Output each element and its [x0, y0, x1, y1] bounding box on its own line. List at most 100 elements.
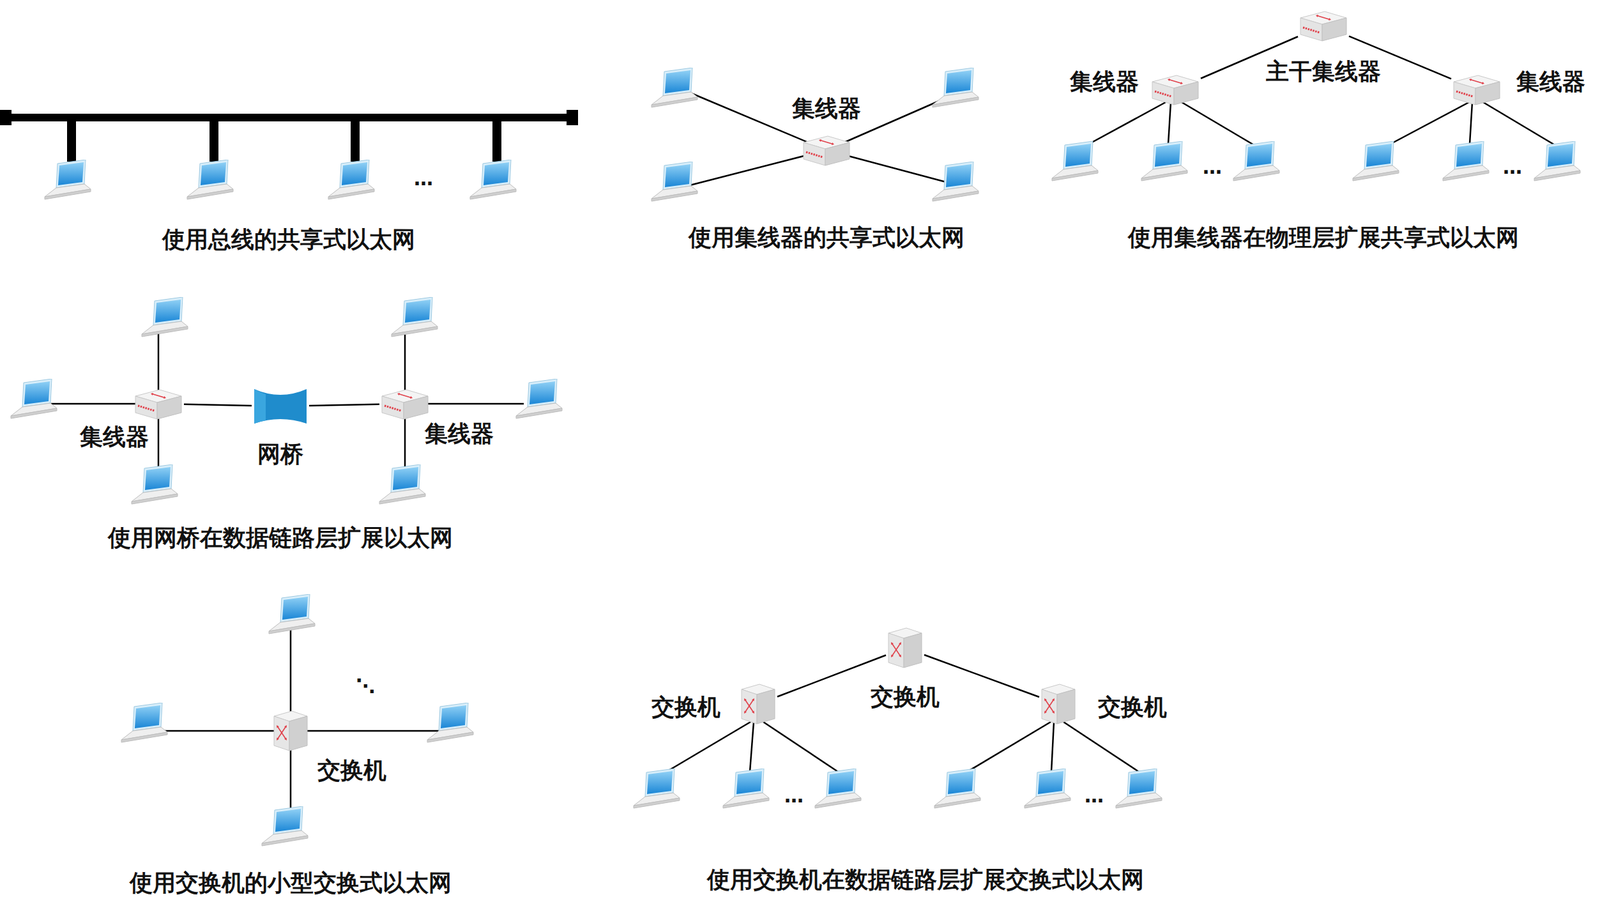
caption: 使用交换机的小型交换式以太网	[129, 868, 452, 897]
node-label: 集线器	[1069, 67, 1139, 96]
laptop-icon	[1534, 141, 1581, 181]
laptop-icon	[121, 702, 168, 743]
wire	[1469, 102, 1473, 144]
laptop-icon	[651, 67, 698, 108]
laptop-icon	[934, 768, 981, 808]
wire	[1063, 721, 1141, 773]
switch-icon	[1039, 681, 1078, 727]
hub-icon	[1451, 71, 1503, 108]
wire	[1085, 102, 1166, 146]
laptop-icon	[932, 67, 979, 108]
switch-icon	[271, 708, 310, 754]
ellipsis: …	[1502, 155, 1523, 179]
ellipsis: …	[1084, 784, 1104, 808]
hub-node: 集线器	[379, 385, 431, 422]
laptop-icon	[723, 768, 770, 808]
laptop-icon	[470, 159, 517, 200]
laptop-icon	[1141, 141, 1188, 181]
laptop-icon	[261, 806, 308, 846]
node-label: 主干集线器	[1265, 57, 1381, 85]
node-label: 集线器	[1516, 67, 1586, 96]
laptop-icon	[44, 159, 91, 200]
switch-icon	[739, 681, 778, 727]
node-label: 集线器	[79, 422, 149, 451]
laptop-icon	[1352, 141, 1399, 181]
laptop-icon	[268, 594, 315, 634]
bus-cable	[0, 113, 579, 122]
bus-drop	[492, 116, 502, 162]
hub-icon	[1297, 7, 1349, 44]
hub-node: 集线器	[1149, 71, 1201, 108]
hub-icon	[379, 385, 431, 422]
hub-node: 集线器	[1451, 71, 1503, 108]
hub-icon	[800, 132, 853, 168]
ellipsis: …	[784, 784, 804, 808]
hub-shape	[1453, 75, 1500, 105]
switch-shape	[741, 684, 775, 724]
caption: 使用总线的共享式以太网	[162, 225, 416, 253]
switch-node: 交换机	[1039, 681, 1078, 727]
switch-node: 交换机	[739, 681, 778, 727]
hub-icon	[132, 385, 184, 422]
node-label: 交换机	[317, 756, 387, 784]
wire	[1181, 102, 1256, 146]
switch-node: 交换机	[271, 708, 310, 754]
wire	[159, 730, 291, 732]
laptop-icon	[379, 464, 426, 504]
switch-icon	[885, 625, 925, 671]
ellipsis: ⋱	[355, 674, 375, 698]
switch-shape	[1041, 684, 1075, 724]
bus-terminator	[0, 109, 12, 126]
hub-node: 主干集线器	[1297, 7, 1349, 44]
caption: 使用集线器的共享式以太网	[688, 223, 965, 252]
hub-shape	[1300, 11, 1347, 41]
caption: 使用网桥在数据链路层扩展以太网	[107, 523, 453, 552]
wire	[664, 721, 751, 773]
hub-node: 集线器	[800, 132, 853, 168]
hub-shape	[381, 389, 428, 420]
bus-drop	[350, 116, 360, 162]
laptop-icon	[651, 161, 698, 202]
laptop-icon	[391, 297, 438, 337]
switch-shape	[274, 710, 308, 751]
link-line	[777, 654, 886, 697]
node-label: 集线器	[424, 419, 494, 448]
hub-shape	[1152, 75, 1199, 105]
link-line	[183, 404, 252, 406]
laptop-icon	[10, 378, 57, 419]
bus-drop	[67, 116, 77, 162]
wire	[965, 721, 1051, 773]
ellipsis: …	[413, 167, 434, 191]
caption: 使用集线器在物理层扩展共享式以太网	[1127, 223, 1519, 252]
laptop-icon	[932, 161, 979, 202]
laptop-icon	[633, 768, 680, 808]
caption: 使用交换机在数据链路层扩展交换式以太网	[707, 865, 1144, 893]
wire	[763, 721, 840, 773]
laptop-icon	[516, 378, 563, 419]
link-line	[924, 654, 1040, 697]
node-label: 交换机	[870, 682, 940, 711]
laptop-icon	[1233, 141, 1280, 181]
wire	[290, 730, 441, 732]
wire	[1168, 102, 1171, 144]
wire	[1483, 102, 1556, 146]
hub-shape	[135, 389, 182, 420]
laptop-icon	[427, 702, 474, 743]
laptop-icon	[1024, 768, 1071, 808]
laptop-icon	[328, 159, 375, 200]
laptop-icon	[141, 297, 188, 337]
laptop-icon	[1051, 141, 1098, 181]
link-line	[309, 404, 380, 406]
node-label: 网桥	[257, 440, 304, 468]
switch-shape	[888, 627, 922, 668]
switch-node: 交换机	[885, 625, 925, 671]
hub-shape	[803, 136, 850, 166]
node-label: 集线器	[792, 94, 861, 122]
wire	[1051, 721, 1054, 772]
bus-drop	[209, 116, 219, 162]
hub-node: 集线器	[132, 385, 184, 422]
node-label: 交换机	[651, 693, 721, 721]
